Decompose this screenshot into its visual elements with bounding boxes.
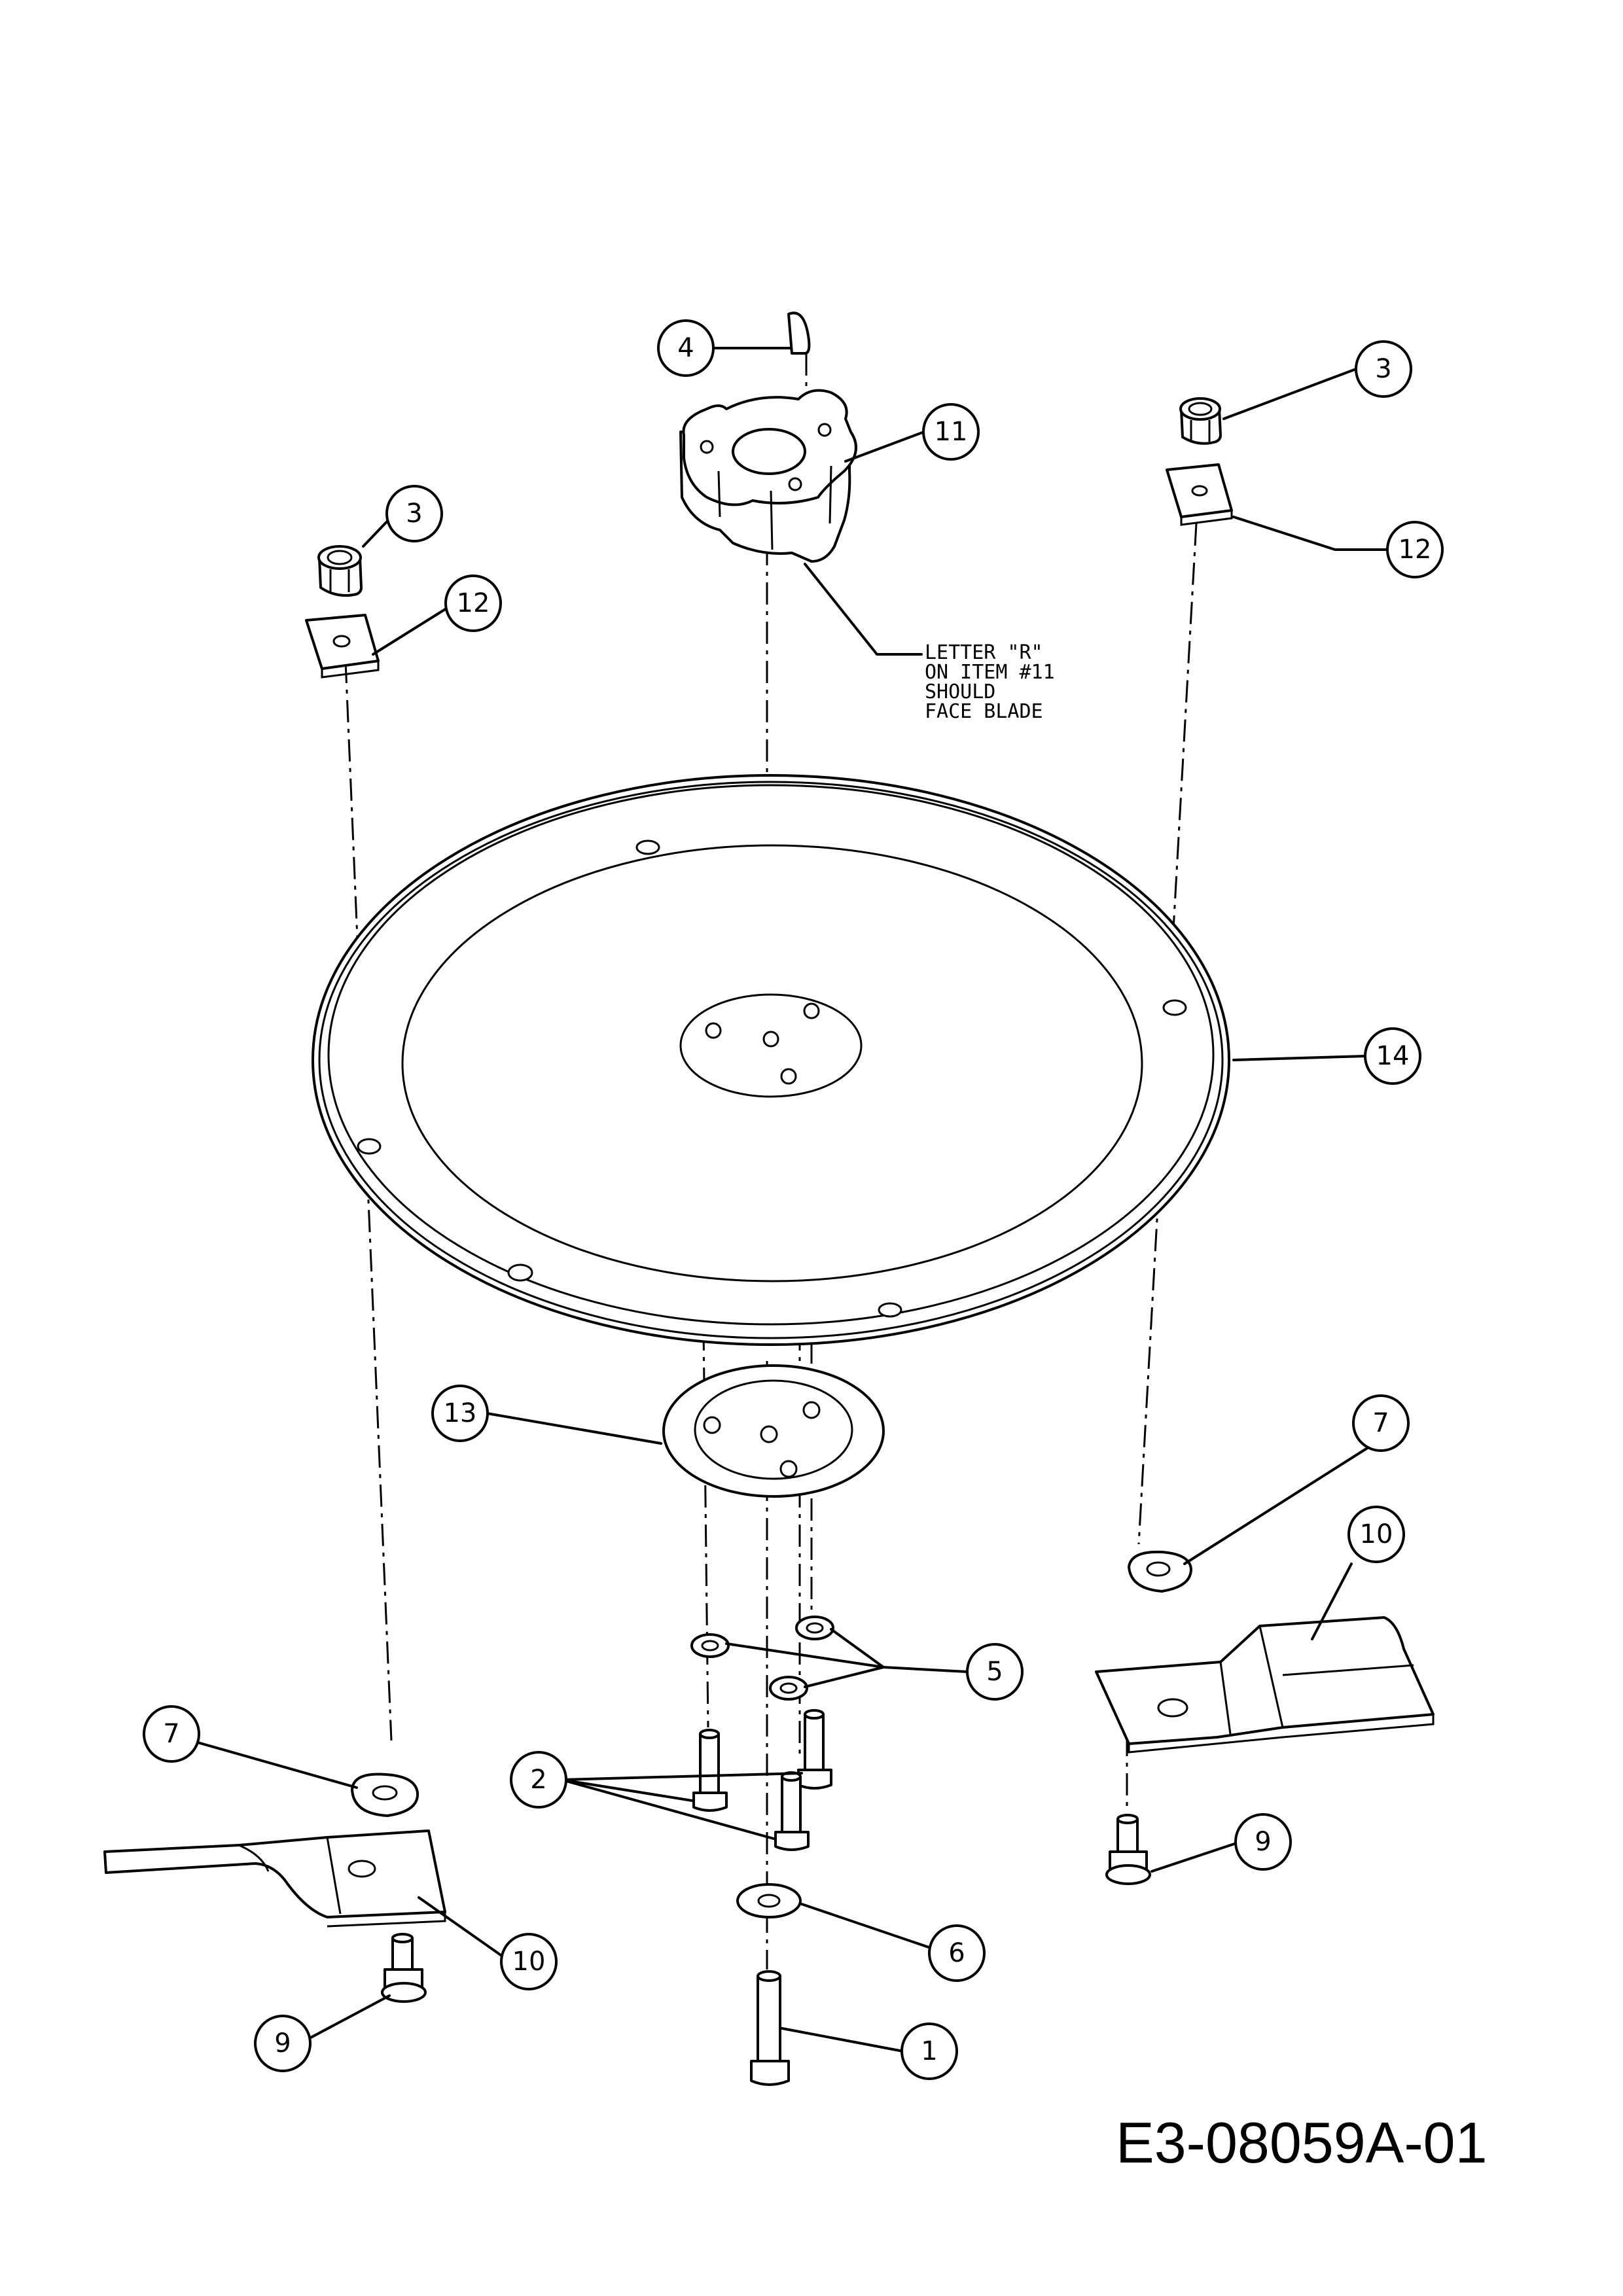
hub-plate [662,1364,885,1498]
callout-label: 10 [512,1947,546,1977]
drawing-number: E3-08059A-01 [1116,2110,1488,2175]
callout-label: 7 [163,1719,179,1749]
callout-9-left: 9 [254,2015,312,2072]
callout-12-right: 12 [1386,521,1444,578]
blade-left [103,1829,446,1928]
callout-10-right: 10 [1347,1506,1405,1563]
callout-14: 14 [1364,1027,1421,1085]
note-line-4: FACE BLADE [925,700,1043,723]
callout-2: 2 [510,1751,567,1809]
callout-11: 11 [922,403,980,461]
washer [736,1883,802,1918]
blade-retainer-right [1128,1550,1192,1593]
retaining-plate-left [305,614,380,679]
retaining-plate-right [1166,463,1233,526]
callout-label: 12 [1399,535,1432,565]
callout-label: 7 [1372,1408,1389,1438]
blade-right [1095,1616,1435,1754]
callout-label: 10 [1360,1519,1393,1549]
blade-retainer-left [351,1773,419,1817]
callout-label: 13 [444,1398,477,1428]
note-line-2: ON ITEM #11 [925,661,1055,684]
callout-label: 12 [457,588,490,618]
assembly-note: LETTER "R" ON ITEM #11 SHOULD FACE BLADE [925,641,1055,723]
callout-label: 9 [1255,1827,1271,1857]
callout-9-right: 9 [1234,1813,1292,1871]
blade-plate [312,774,1230,1346]
callout-13: 13 [431,1385,489,1442]
blade-hub [679,389,857,563]
hex-bolts [692,1709,832,1851]
callout-4: 4 [657,319,715,377]
callout-7-left: 7 [143,1705,200,1763]
callout-label: 14 [1376,1041,1410,1071]
callout-label: 1 [921,2036,937,2066]
lock-nut-left [317,545,363,597]
shoulder-bolt-right [1105,1814,1151,1885]
lock-nut-right [1179,397,1222,445]
callout-label: 9 [274,2028,291,2058]
callout-3-right: 3 [1355,340,1412,398]
note-line-3: SHOULD [925,680,995,703]
woodruff-key [787,311,811,355]
callout-3-left: 3 [385,485,443,542]
note-line-1: LETTER "R" [925,641,1043,664]
callout-label: 3 [406,499,422,529]
callout-label: 2 [530,1765,546,1795]
callout-label: 11 [935,417,968,447]
leader-lines [196,347,1389,2053]
callout-label: 5 [986,1657,1003,1687]
callout-7-right: 7 [1352,1394,1410,1452]
callout-label: 6 [948,1938,965,1968]
shoulder-bolt-left [381,1933,427,2003]
callout-label: 4 [677,333,694,363]
lock-washers [690,1616,834,1701]
callout-5: 5 [966,1643,1024,1701]
callout-12-left: 12 [444,574,502,632]
callout-label: 3 [1375,354,1391,384]
center-bolt [750,1970,790,2086]
callout-10-left: 10 [500,1933,558,1990]
callout-1: 1 [901,2022,958,2080]
callout-6: 6 [928,1924,986,1982]
